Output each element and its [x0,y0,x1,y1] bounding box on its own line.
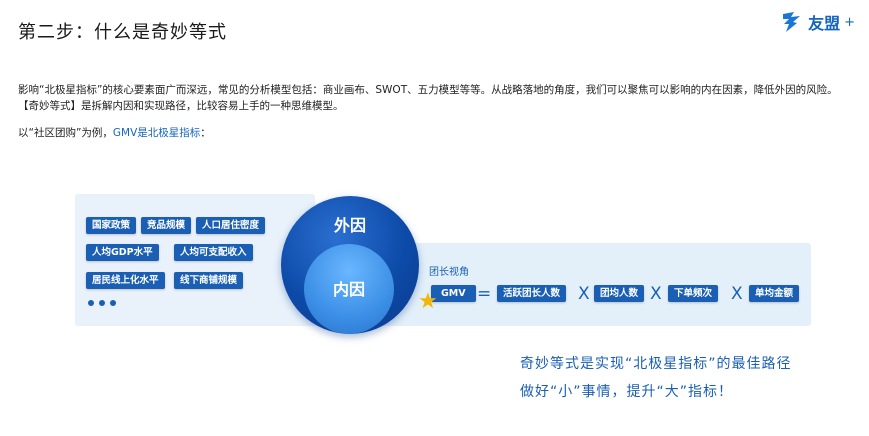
factor-tag: 人口居住密度 [196,217,266,234]
internal-label: 内因 [332,280,365,299]
slogan-line-2: 做好“小”事情，提升“大”指标！ [520,384,734,400]
factor-tag: 人均GDP水平 [86,244,159,261]
star-icon: ★ [418,289,438,314]
more-dots-icon [88,300,116,306]
intro-paragraph: 影响“北极星指标”的核心要素面广而深远，常见的分析模型包括：商业画布、SWOT、… [18,84,838,112]
equals-sign: = [477,284,492,304]
factor-tag: 国家政策 [86,217,137,234]
multiply-sign: X [578,284,590,304]
factor-tag: 居民线上化水平 [86,272,165,289]
example-suffix: ： [200,127,211,139]
equation-factor: 活跃团长人数 [497,285,567,302]
factor-tag: 线下商铺规模 [174,272,244,289]
equation-factor: 单均金额 [749,285,800,302]
equation-factor: 团均人数 [594,285,645,302]
example-prefix: 以“社区团购”为例， [18,127,113,139]
example-highlight: GMV是北极星指标 [112,127,201,139]
page-title: 第二步：什么是奇妙等式 [18,22,227,43]
external-label: 外因 [333,216,366,235]
multiply-sign: X [650,284,662,304]
internal-factors-circle [304,244,394,334]
brand-plus: + [844,14,855,30]
factor-tag: 竞品规模 [141,217,192,234]
gmv-tag: GMV [431,285,476,302]
factor-tag: 人均可支配收入 [174,244,253,261]
example-line: 以“社区团购”为例，GMV是北极星指标： [18,125,211,140]
brand-logo: 友盟 + [780,10,855,34]
viewpoint-label: 团长视角 [429,267,469,278]
slogan-line-1: 奇妙等式是实现“北极星指标”的最佳路径 [520,356,792,372]
umeng-logo-icon [783,12,801,32]
equation-factor: 下单频次 [668,285,719,302]
brand-name: 友盟 [808,14,841,33]
multiply-sign: X [731,284,743,304]
